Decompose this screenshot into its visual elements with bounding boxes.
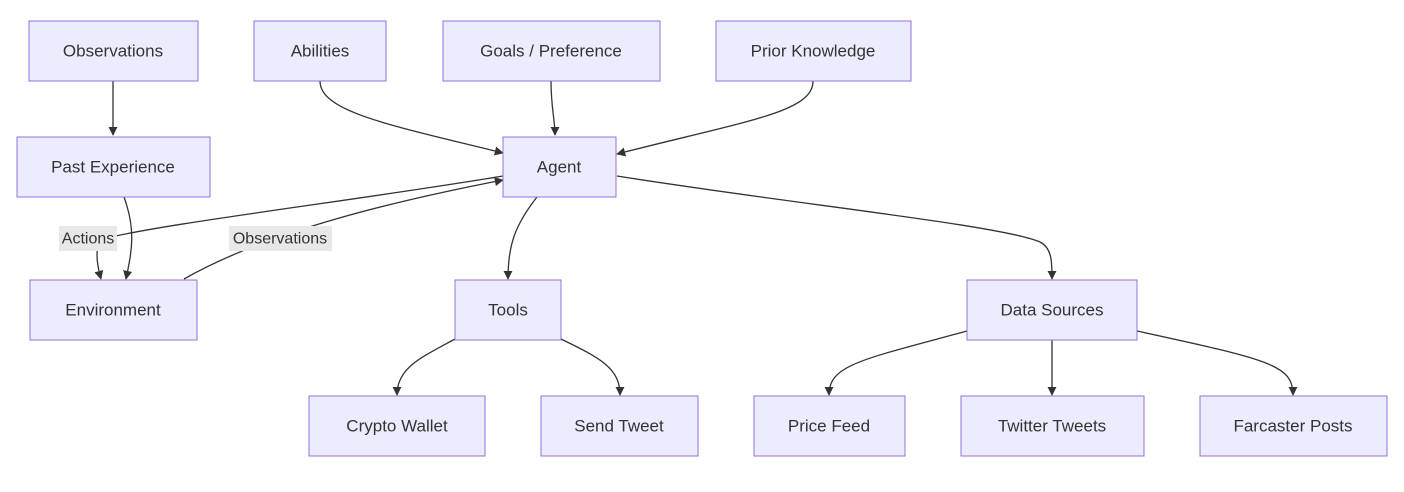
node-price-feed: Price Feed: [753, 395, 906, 457]
edge-goals-to-agent: [550, 80, 560, 136]
node-crypto-wallet-label: Crypto Wallet: [346, 417, 448, 436]
edge-label-actions-text: Actions: [62, 231, 114, 248]
edge-data-sources-to-farcaster-posts: [1136, 330, 1298, 396]
edge-tools-to-crypto-wallet: [392, 338, 456, 396]
node-past-experience-label: Past Experience: [51, 158, 175, 177]
node-crypto-wallet: Crypto Wallet: [308, 395, 486, 457]
edge-environment-to-agent-observations: [183, 177, 504, 280]
node-data-sources: Data Sources: [966, 279, 1138, 341]
edge-label-actions: Actions: [59, 226, 117, 251]
edge-abilities-to-agent: [319, 80, 504, 156]
node-tools: Tools: [454, 279, 562, 341]
node-prior-knowledge: Prior Knowledge: [715, 20, 912, 82]
edge-tools-to-send-tweet: [560, 338, 625, 396]
node-observations: Observations: [28, 20, 199, 82]
edge-agent-to-environment-actions: [94, 175, 504, 280]
node-twitter-tweets: Twitter Tweets: [960, 395, 1145, 457]
node-tools-label: Tools: [488, 301, 528, 320]
edges: [94, 80, 1298, 396]
node-past-experience: Past Experience: [16, 136, 211, 198]
node-farcaster-posts-label: Farcaster Posts: [1233, 417, 1352, 436]
edge-label-observations-text: Observations: [233, 231, 327, 248]
edge-agent-to-tools: [503, 196, 538, 280]
node-abilities-label: Abilities: [291, 42, 350, 61]
node-send-tweet-label: Send Tweet: [574, 417, 664, 436]
node-environment-label: Environment: [65, 301, 161, 320]
node-abilities: Abilities: [253, 20, 387, 82]
node-agent: Agent: [502, 136, 617, 198]
node-goals-preference-label: Goals / Preference: [480, 42, 622, 61]
edge-label-observations: Observations: [229, 226, 332, 251]
node-price-feed-label: Price Feed: [788, 417, 870, 436]
edge-data-sources-to-price-feed: [824, 330, 968, 396]
node-data-sources-label: Data Sources: [1001, 301, 1104, 320]
node-environment: Environment: [29, 279, 198, 341]
edge-past-experience-to-environment: [123, 196, 133, 280]
node-observations-label: Observations: [63, 42, 163, 61]
node-farcaster-posts: Farcaster Posts: [1199, 395, 1388, 457]
node-agent-label: Agent: [537, 158, 582, 177]
edge-agent-to-data-sources: [616, 175, 1057, 280]
node-send-tweet: Send Tweet: [540, 395, 699, 457]
edge-prior-knowledge-to-agent: [616, 80, 814, 157]
node-twitter-tweets-label: Twitter Tweets: [998, 417, 1106, 436]
node-goals-preference: Goals / Preference: [442, 20, 661, 82]
node-prior-knowledge-label: Prior Knowledge: [751, 42, 876, 61]
